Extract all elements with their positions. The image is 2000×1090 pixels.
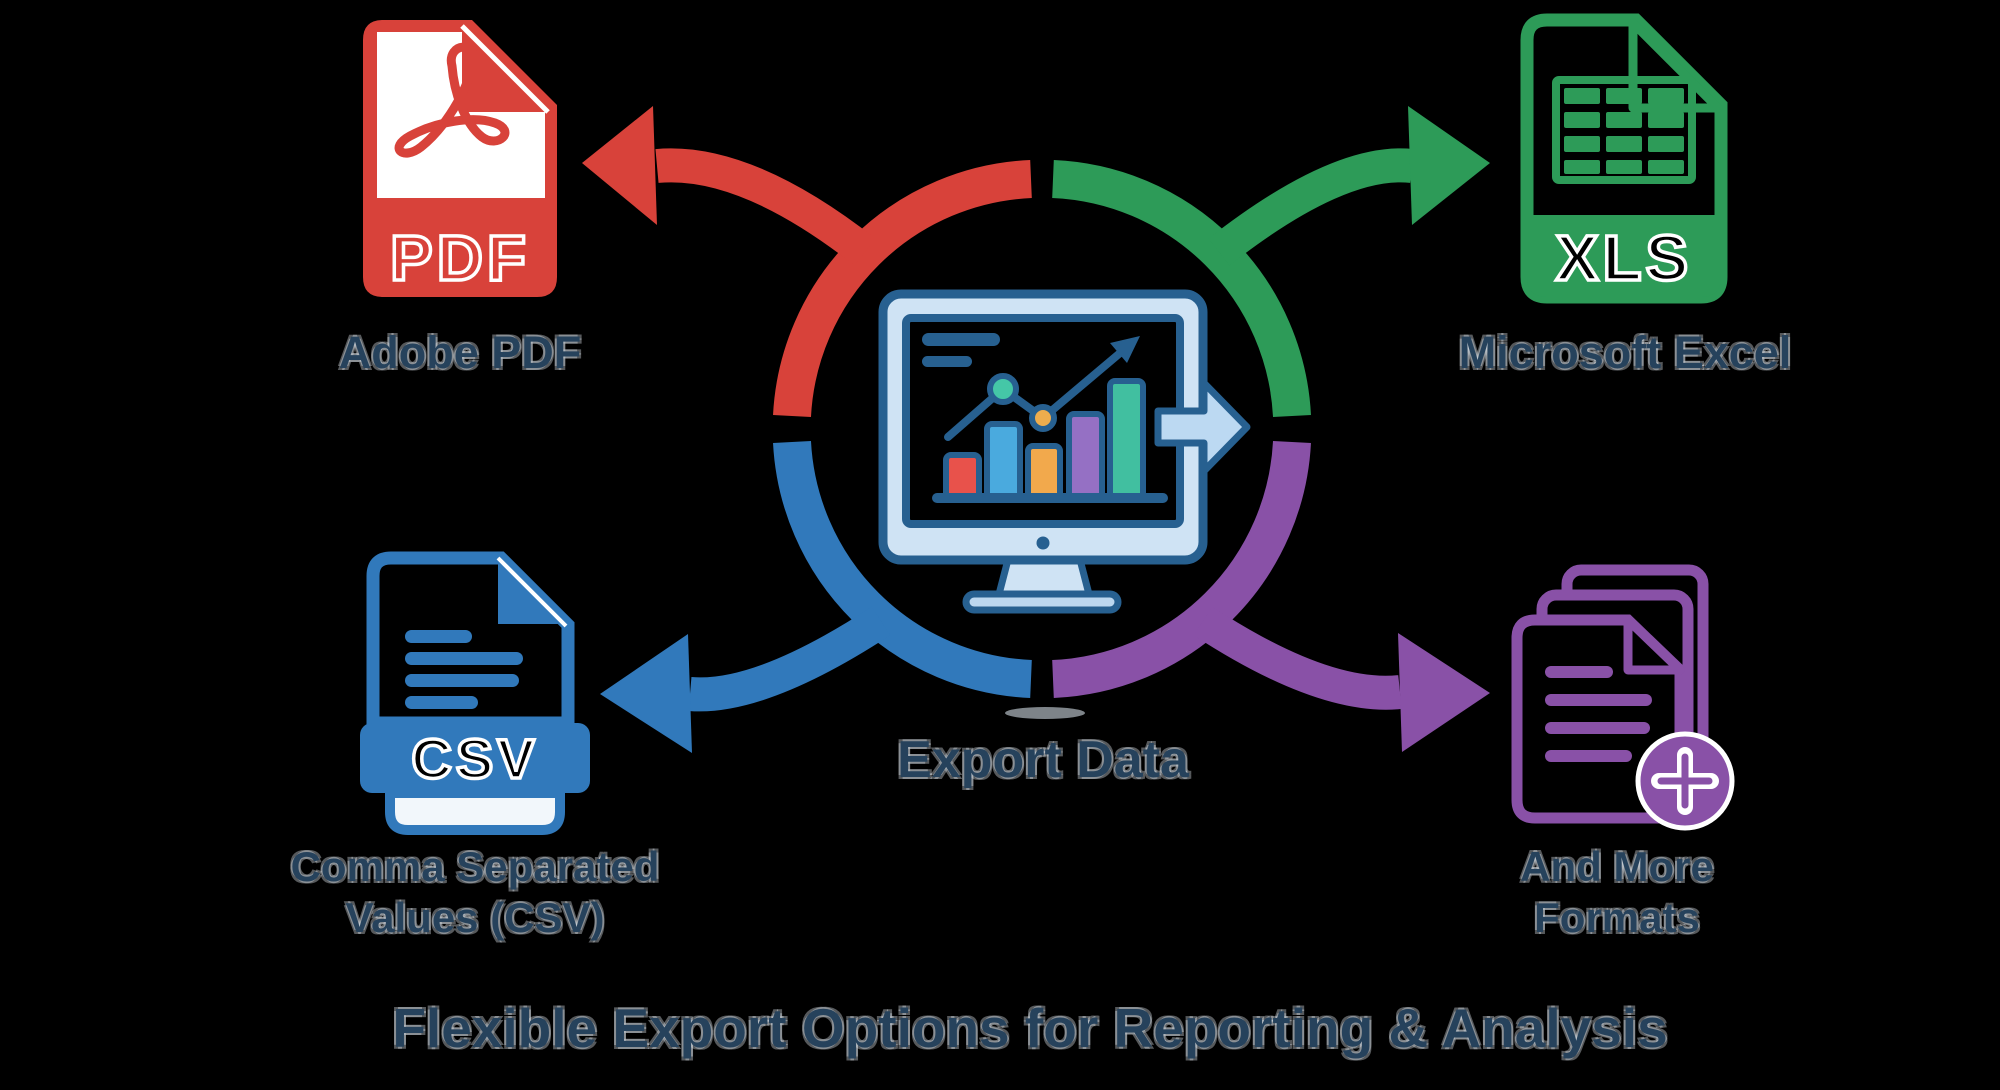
arrow-to-csv — [600, 606, 891, 753]
more-formats-label-line2: Formats — [1534, 894, 1700, 942]
csv-fold-edge — [496, 556, 568, 628]
chart-baseline — [932, 493, 1168, 503]
csv-text-lines — [405, 630, 523, 709]
pdf-badge-text: PDF — [390, 222, 530, 294]
arrow-to-more-formats-head — [1398, 633, 1490, 752]
screen-text-line-1 — [922, 333, 1000, 346]
more-formats-icon — [1511, 564, 1735, 831]
pdf-label: Adobe PDF — [338, 327, 582, 378]
csv-label-line1: Comma Separated — [290, 843, 660, 890]
trend-arrowhead — [1110, 336, 1140, 363]
diagram-title: Flexible Export Options for Reporting & … — [392, 997, 1668, 1059]
spreadsheet-grid-cells — [1564, 88, 1684, 174]
spreadsheet-grid-icon — [1552, 76, 1696, 184]
export-block-arrow-icon — [1154, 379, 1251, 475]
more-formats-label-line1: And More — [1520, 843, 1714, 890]
xls-file-icon: XLS — [1520, 13, 1728, 304]
more-formats-label: And More Formats — [1417, 841, 1817, 943]
csv-label-line2: Values (CSV) — [345, 894, 605, 942]
acrobat-logo-icon — [394, 42, 510, 158]
pdf-fold-edge — [460, 24, 550, 114]
export-circle — [773, 160, 1311, 698]
circle-arc-purple — [1052, 440, 1311, 698]
plus-icon-inner — [1657, 753, 1713, 809]
arrow-to-xls-body — [1208, 148, 1414, 266]
circle-arc-red — [773, 160, 1032, 418]
arrow-to-csv-body — [688, 606, 891, 712]
trend-dot-orange — [1029, 404, 1057, 432]
chart-bar-orange — [1025, 443, 1063, 503]
circle-arc-blue — [773, 440, 1032, 698]
chart-bar-purple — [1066, 411, 1105, 503]
doc-text-lines — [1545, 666, 1652, 762]
chart-bar-teal — [1107, 378, 1146, 503]
arrow-to-pdf — [582, 106, 876, 266]
arrow-to-pdf-head — [582, 106, 657, 225]
circle-arc-green — [1052, 160, 1311, 418]
csv-file-tab — [385, 788, 565, 835]
xls-badge-band — [1527, 215, 1721, 297]
csv-badge-text: CSV — [411, 727, 538, 790]
screen-text-line-2 — [922, 356, 972, 367]
arrow-to-pdf-body — [655, 148, 876, 266]
csv-file-icon: CSV — [360, 551, 590, 835]
monitor-chin-dot — [1036, 536, 1050, 550]
chart-bar-blue — [984, 421, 1023, 503]
xls-file-fold — [1628, 18, 1723, 113]
monitor-stand-base — [962, 590, 1122, 614]
arrow-to-xls-head — [1408, 106, 1490, 225]
csv-label: Comma Separated Values (CSV) — [275, 841, 675, 943]
trend-dot-teal — [987, 373, 1019, 405]
csv-badge-band — [360, 723, 590, 793]
monitor-shadow — [1005, 707, 1085, 719]
trend-line — [944, 344, 1130, 441]
xls-label: Microsoft Excel — [1458, 327, 1792, 378]
arrow-to-csv-head — [600, 634, 692, 753]
xls-badge-text: XLS — [1556, 222, 1692, 294]
export-data-label: Export Data — [897, 731, 1189, 789]
pdf-file-icon: PDF — [363, 20, 557, 297]
monitor-analytics-icon — [878, 289, 1251, 719]
arrow-to-more-formats-body — [1193, 606, 1402, 710]
csv-file-body — [366, 551, 575, 730]
csv-file-fold — [498, 561, 561, 624]
doc-front-fold — [1623, 615, 1685, 675]
arrow-to-more-formats — [1193, 606, 1490, 752]
arrow-to-xls — [1208, 106, 1490, 266]
